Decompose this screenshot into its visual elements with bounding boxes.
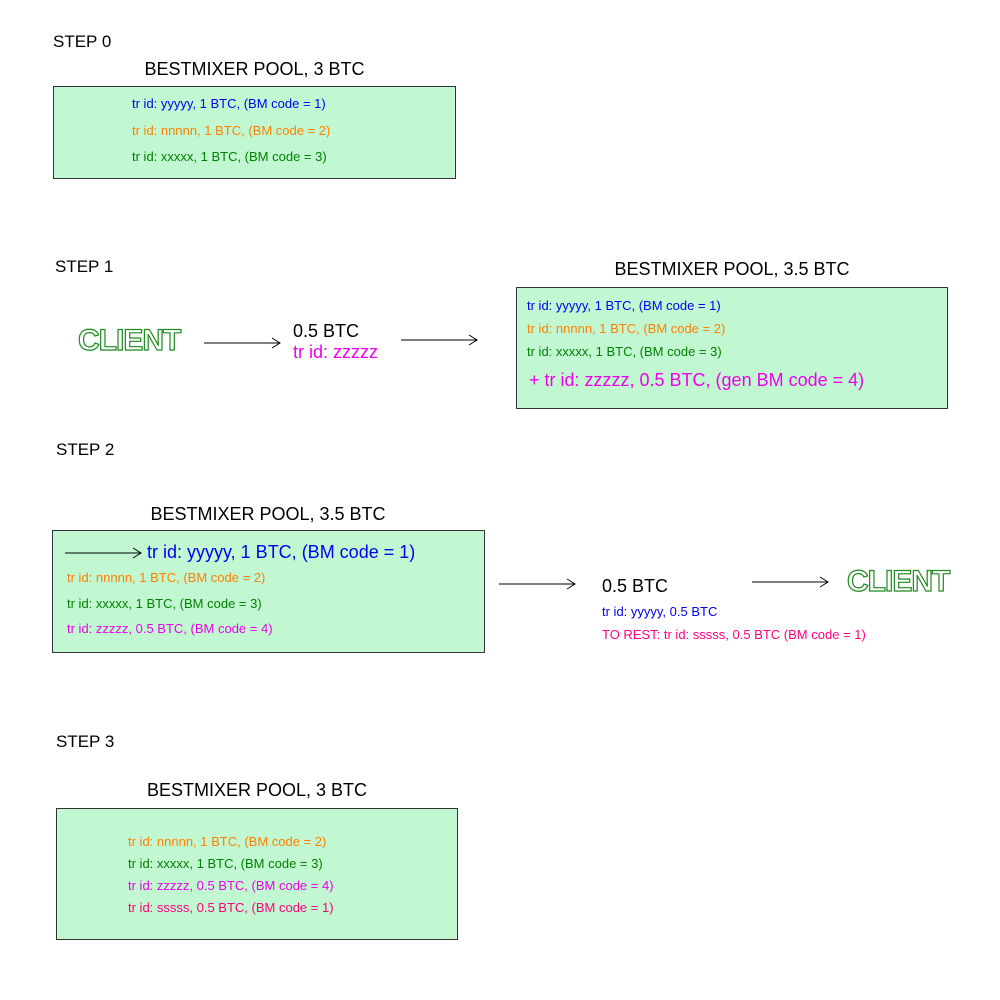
step-2-arrow-pool-to-amount [499,578,576,590]
step-1-tx: tr id: zzzzz [293,342,379,362]
step-1-arrow-client-to-amount [204,337,281,349]
step-0-entry-nnnnn: tr id: nnnnn, 1 BTC, (BM code = 2) [132,123,331,138]
step-2-arrow-selected-entry [65,547,142,559]
step-3-entry-xxxxx: tr id: xxxxx, 1 BTC, (BM code = 3) [128,856,323,871]
step-2-arrow-amount-to-client [752,576,829,588]
step-2-rest: TO REST: tr id: sssss, 0.5 BTC (BM code … [602,627,866,642]
step-2-tx: tr id: yyyyy, 0.5 BTC [602,604,718,619]
step-1-pool-title: BESTMIXER POOL, 3.5 BTC [614,259,850,279]
step-2-client: CLIENT [846,564,951,598]
step-1-entry-yyyyy: tr id: yyyyy, 1 BTC, (BM code = 1) [527,298,721,313]
step-1-entry-nnnnn: tr id: nnnnn, 1 BTC, (BM code = 2) [527,321,726,336]
step-3-pool-title: BESTMIXER POOL, 3 BTC [146,780,368,800]
step-2-entry-xxxxx: tr id: xxxxx, 1 BTC, (BM code = 3) [67,596,262,611]
step-2-pool-box: tr id: yyyyy, 1 BTC, (BM code = 1) tr id… [52,530,485,653]
step-2-entry-yyyyy-selected: tr id: yyyyy, 1 BTC, (BM code = 1) [147,542,416,562]
step-2-amount: 0.5 BTC [602,576,669,596]
step-2-entry-nnnnn: tr id: nnnnn, 1 BTC, (BM code = 2) [67,570,266,585]
step-0-pool-title: BESTMIXER POOL, 3 BTC [144,59,365,79]
step-3-label: STEP 3 [56,732,115,751]
step-2-entry-zzzzz: tr id: zzzzz, 0.5 BTC, (BM code = 4) [67,621,273,636]
step-1-arrow-amount-to-pool [401,334,478,346]
step-2-label: STEP 2 [56,440,115,459]
step-2-pool-title: BESTMIXER POOL, 3.5 BTC [150,504,386,524]
step-1-client: CLIENT [77,323,182,357]
step-0-entry-xxxxx: tr id: xxxxx, 1 BTC, (BM code = 3) [132,149,327,164]
step-1-label: STEP 1 [55,257,114,276]
step-1-amount: 0.5 BTC [293,321,360,341]
step-0-label: STEP 0 [53,32,112,51]
step-0-entry-yyyyy: tr id: yyyyy, 1 BTC, (BM code = 1) [132,96,326,111]
step-0-pool-box: tr id: yyyyy, 1 BTC, (BM code = 1) tr id… [53,86,456,179]
step-3-entry-sssss: tr id: sssss, 0.5 BTC, (BM code = 1) [128,900,334,915]
step-1-pool-box: tr id: yyyyy, 1 BTC, (BM code = 1) tr id… [516,287,948,409]
step-1-entry-zzzzz-new: + tr id: zzzzz, 0.5 BTC, (gen BM code = … [529,370,865,390]
step-3-entry-zzzzz: tr id: zzzzz, 0.5 BTC, (BM code = 4) [128,878,334,893]
step-1-entry-xxxxx: tr id: xxxxx, 1 BTC, (BM code = 3) [527,344,722,359]
step-3-entry-nnnnn: tr id: nnnnn, 1 BTC, (BM code = 2) [128,834,327,849]
step-3-pool-box: tr id: nnnnn, 1 BTC, (BM code = 2) tr id… [56,808,458,940]
